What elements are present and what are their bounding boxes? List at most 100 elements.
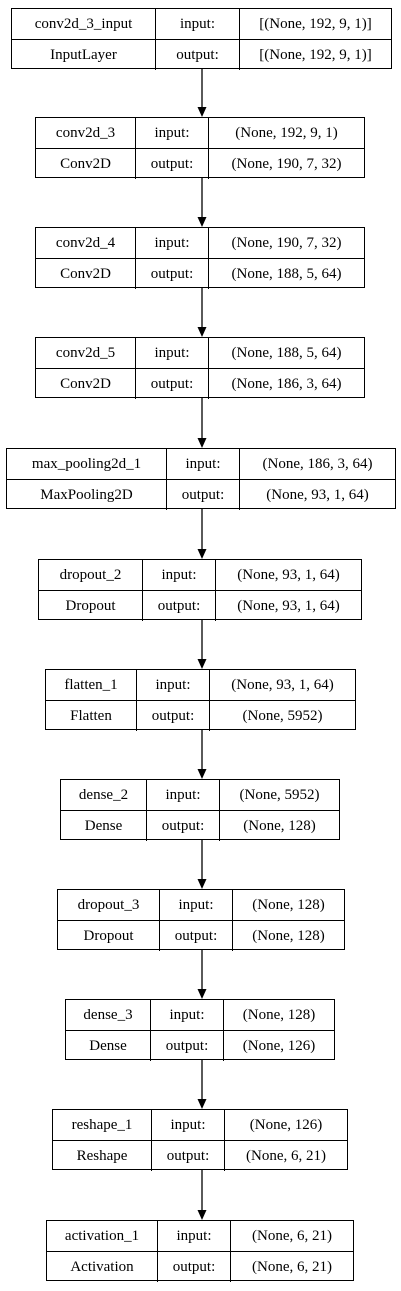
layer-type: Conv2D — [60, 266, 111, 282]
layer-name: dropout_3 — [77, 897, 140, 913]
node-bottom-row: Dropout output: (None, 93, 1, 64) — [39, 590, 361, 621]
output-shape: (None, 186, 3, 64) — [208, 369, 364, 399]
input-label: input: — [150, 1000, 223, 1030]
layer-type: Conv2D — [60, 156, 111, 172]
node-bottom-row: Reshape output: (None, 6, 21) — [53, 1140, 347, 1171]
layer-node-dense-3: dense_3 input: (None, 128) Dense output:… — [65, 999, 335, 1061]
output-label: output: — [166, 480, 239, 510]
layer-type: MaxPooling2D — [40, 487, 133, 503]
input-label: input: — [166, 449, 239, 479]
node-bottom-row: MaxPooling2D output: (None, 93, 1, 64) — [7, 479, 395, 510]
input-shape: (None, 186, 3, 64) — [239, 449, 395, 479]
layer-node-dropout-2: dropout_2 input: (None, 93, 1, 64) Dropo… — [38, 559, 362, 621]
output-label: output: — [135, 149, 208, 179]
output-shape: (None, 126) — [223, 1031, 334, 1061]
output-label: output: — [135, 369, 208, 399]
input-shape: (None, 190, 7, 32) — [208, 228, 364, 258]
input-shape: (None, 188, 5, 64) — [208, 338, 364, 368]
arrowhead — [197, 1210, 207, 1220]
node-top-row: conv2d_4 input: (None, 190, 7, 32) — [36, 228, 364, 258]
node-bottom-row: Dropout output: (None, 128) — [58, 920, 344, 951]
output-label: output: — [150, 1031, 223, 1061]
input-shape: (None, 93, 1, 64) — [215, 560, 361, 590]
output-label: output: — [146, 811, 219, 841]
node-bottom-row: Flatten output: (None, 5952) — [46, 700, 355, 731]
arrowhead — [197, 549, 207, 559]
arrowhead — [197, 438, 207, 448]
layer-type: Conv2D — [60, 376, 111, 392]
layer-type: Dense — [89, 1038, 127, 1054]
input-label: input: — [142, 560, 215, 590]
layer-type: Dense — [84, 818, 123, 834]
input-shape: (None, 5952) — [219, 780, 339, 810]
layer-node-dropout-3: dropout_3 input: (None, 128) Dropout out… — [57, 889, 345, 951]
input-shape: [(None, 192, 9, 1)] — [239, 9, 391, 39]
node-top-row: conv2d_3 input: (None, 192, 9, 1) — [36, 118, 364, 148]
output-shape: (None, 93, 1, 64) — [239, 480, 395, 510]
input-label: input: — [159, 890, 232, 920]
arrowhead — [197, 327, 207, 337]
node-bottom-row: Dense output: (None, 126) — [66, 1030, 334, 1061]
arrowhead — [197, 217, 207, 227]
node-bottom-row: Dense output: (None, 128) — [61, 810, 339, 841]
input-label: input: — [135, 338, 208, 368]
input-shape: (None, 93, 1, 64) — [209, 670, 355, 700]
layer-type: Reshape — [76, 1148, 128, 1164]
output-shape: (None, 6, 21) — [230, 1252, 353, 1282]
input-shape: (None, 192, 9, 1) — [208, 118, 364, 148]
output-label: output: — [159, 921, 232, 951]
node-bottom-row: Activation output: (None, 6, 21) — [47, 1251, 353, 1282]
input-shape: (None, 128) — [232, 890, 344, 920]
layer-name: reshape_1 — [71, 1117, 133, 1133]
node-top-row: activation_1 input: (None, 6, 21) — [47, 1221, 353, 1251]
layer-type: InputLayer — [50, 47, 117, 63]
input-label: input: — [151, 1110, 224, 1140]
layer-type: Dropout — [83, 928, 134, 944]
layer-node-dense-2: dense_2 input: (None, 5952) Dense output… — [60, 779, 340, 841]
node-top-row: max_pooling2d_1 input: (None, 186, 3, 64… — [7, 449, 395, 479]
node-top-row: dropout_3 input: (None, 128) — [58, 890, 344, 920]
arrowhead — [197, 659, 207, 669]
input-label: input: — [135, 228, 208, 258]
layer-node-flatten-1: flatten_1 input: (None, 93, 1, 64) Flatt… — [45, 669, 356, 731]
node-top-row: conv2d_5 input: (None, 188, 5, 64) — [36, 338, 364, 368]
layer-node-activation-1: activation_1 input: (None, 6, 21) Activa… — [46, 1220, 354, 1282]
layer-name: dropout_2 — [59, 567, 122, 583]
output-label: output: — [155, 40, 239, 70]
node-bottom-row: InputLayer output: [(None, 192, 9, 1)] — [12, 39, 391, 70]
output-shape: (None, 6, 21) — [224, 1141, 347, 1171]
layer-node-conv2d-5: conv2d_5 input: (None, 188, 5, 64) Conv2… — [35, 337, 365, 399]
layer-name: conv2d_5 — [55, 345, 116, 361]
layer-name: conv2d_4 — [55, 235, 116, 251]
arrowhead — [197, 769, 207, 779]
layer-type: Dropout — [65, 598, 116, 614]
layer-node-reshape-1: reshape_1 input: (None, 126) Reshape out… — [52, 1109, 348, 1171]
layer-node-conv2d-3: conv2d_3 input: (None, 192, 9, 1) Conv2D… — [35, 117, 365, 179]
output-shape: [(None, 192, 9, 1)] — [239, 40, 391, 70]
layer-node-conv2d-3-input: conv2d_3_input input: [(None, 192, 9, 1)… — [11, 8, 392, 70]
layer-name: conv2d_3 — [55, 125, 116, 141]
node-bottom-row: Conv2D output: (None, 188, 5, 64) — [36, 258, 364, 289]
output-shape: (None, 128) — [232, 921, 344, 951]
output-shape: (None, 93, 1, 64) — [215, 591, 361, 621]
input-shape: (None, 6, 21) — [230, 1221, 353, 1251]
node-top-row: dense_3 input: (None, 128) — [66, 1000, 334, 1030]
layer-name: activation_1 — [64, 1228, 140, 1244]
input-label: input: — [157, 1221, 230, 1251]
input-label: input: — [155, 9, 239, 39]
layer-node-max-pooling2d-1: max_pooling2d_1 input: (None, 186, 3, 64… — [6, 448, 396, 510]
output-shape: (None, 5952) — [209, 701, 355, 731]
layer-name: dense_3 — [83, 1007, 133, 1023]
output-label: output: — [135, 259, 208, 289]
input-label: input: — [146, 780, 219, 810]
arrowhead — [197, 107, 207, 117]
node-bottom-row: Conv2D output: (None, 190, 7, 32) — [36, 148, 364, 179]
layer-type: Activation — [70, 1259, 134, 1275]
layer-node-conv2d-4: conv2d_4 input: (None, 190, 7, 32) Conv2… — [35, 227, 365, 289]
node-top-row: conv2d_3_input input: [(None, 192, 9, 1)… — [12, 9, 391, 39]
layer-type: Flatten — [70, 708, 112, 724]
layer-name: flatten_1 — [64, 677, 118, 693]
input-shape: (None, 128) — [223, 1000, 334, 1030]
input-shape: (None, 126) — [224, 1110, 347, 1140]
